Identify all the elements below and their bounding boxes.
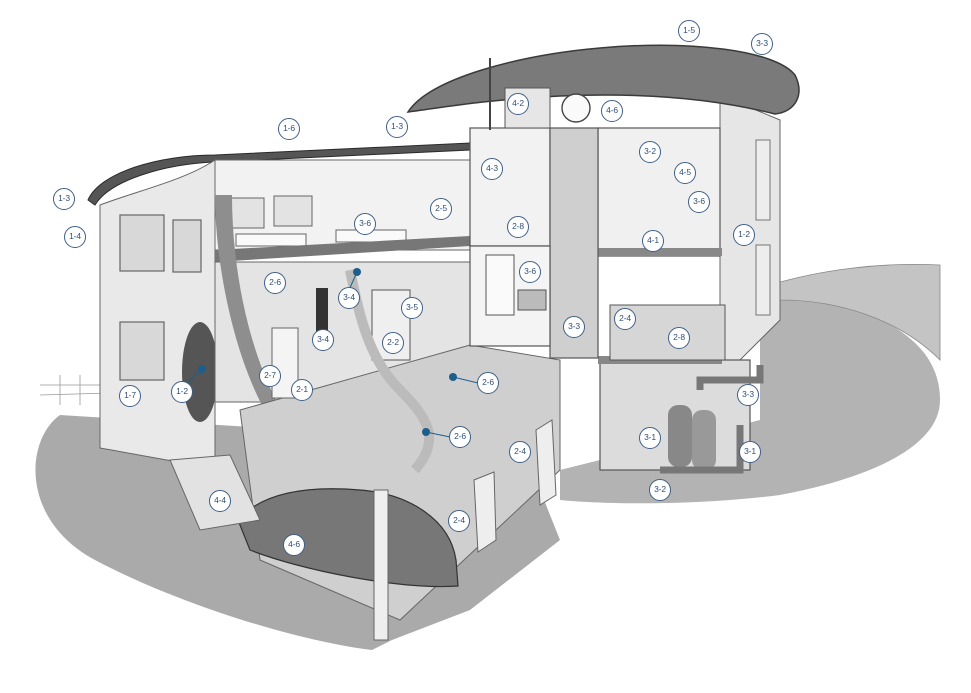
- callout-2-2: 2-2: [382, 332, 404, 354]
- callout-2-4: 2-4: [448, 510, 470, 532]
- floor-slab-right-1: [598, 248, 722, 256]
- ventilation-unit: [316, 288, 328, 336]
- callout-3-2: 3-2: [649, 479, 671, 501]
- callout-3-1: 3-1: [639, 427, 661, 449]
- callout-1-2: 1-2: [171, 381, 193, 403]
- garage-pillar: [373, 489, 389, 641]
- callout-2-8: 2-8: [668, 327, 690, 349]
- callout-3-3: 3-3: [737, 384, 759, 406]
- pillar-3: [535, 419, 557, 506]
- ventilation-duct: [345, 269, 435, 474]
- facade-window-upper-2: [172, 219, 202, 273]
- right-tower-window-upper: [755, 139, 771, 221]
- storage-tank-1: [668, 405, 692, 467]
- callout-4-5: 4-5: [674, 162, 696, 184]
- callout-2-5: 2-5: [430, 198, 452, 220]
- callout-4-1: 4-1: [642, 230, 664, 252]
- right-tower-window-lower: [755, 244, 771, 316]
- garden-grid-lines: [39, 375, 111, 405]
- kitchen-counter: [517, 289, 547, 311]
- callout-2-6: 2-6: [264, 272, 286, 294]
- callout-3-6: 3-6: [354, 213, 376, 235]
- callout-3-2: 3-2: [639, 141, 661, 163]
- sofa-left: [235, 233, 307, 247]
- callout-3-6: 3-6: [688, 191, 710, 213]
- facade-window-lower: [119, 321, 165, 381]
- callout-3-5: 3-5: [401, 297, 423, 319]
- hill-right: [769, 263, 941, 361]
- door-mid: [485, 254, 515, 316]
- callout-3-3: 3-3: [751, 33, 773, 55]
- callout-1-6: 1-6: [278, 118, 300, 140]
- callout-3-4: 3-4: [312, 329, 334, 351]
- callout-2-6: 2-6: [449, 426, 471, 448]
- callout-2-7: 2-7: [259, 365, 281, 387]
- roof-fan-unit: [561, 93, 591, 123]
- callout-1-3: 1-3: [386, 116, 408, 138]
- callout-2-4: 2-4: [509, 441, 531, 463]
- callout-4-2: 4-2: [507, 93, 529, 115]
- leader-lines: [184, 271, 479, 438]
- callout-4-4: 4-4: [209, 490, 231, 512]
- storage-tank-2: [692, 410, 716, 470]
- central-core: [469, 58, 599, 359]
- heat-pump-piping: [660, 365, 764, 474]
- callout-1-2: 1-2: [733, 224, 755, 246]
- callout-1-3: 1-3: [53, 188, 75, 210]
- callout-1-4: 1-4: [64, 226, 86, 248]
- callout-2-1: 2-1: [291, 379, 313, 401]
- left-house-facade: [99, 159, 216, 469]
- callout-2-8: 2-8: [507, 216, 529, 238]
- callout-4-3: 4-3: [481, 158, 503, 180]
- callout-3-4: 3-4: [338, 287, 360, 309]
- middle-floor-slab: [215, 236, 470, 262]
- callout-3-1: 3-1: [739, 441, 761, 463]
- callout-1-7: 1-7: [119, 385, 141, 407]
- callout-2-3: 3-3: [563, 316, 585, 338]
- callout-2-6: 2-6: [477, 372, 499, 394]
- facade-window-upper: [119, 214, 165, 272]
- callout-4-6: 4-6: [283, 534, 305, 556]
- callout-3-6: 3-6: [519, 261, 541, 283]
- upper-room-window-2: [273, 195, 313, 227]
- callout-2-4: 2-4: [614, 308, 636, 330]
- pillar-2: [473, 471, 497, 553]
- car: [237, 488, 459, 588]
- callout-4-6: 4-6: [601, 100, 623, 122]
- callout-1-5: 1-5: [678, 20, 700, 42]
